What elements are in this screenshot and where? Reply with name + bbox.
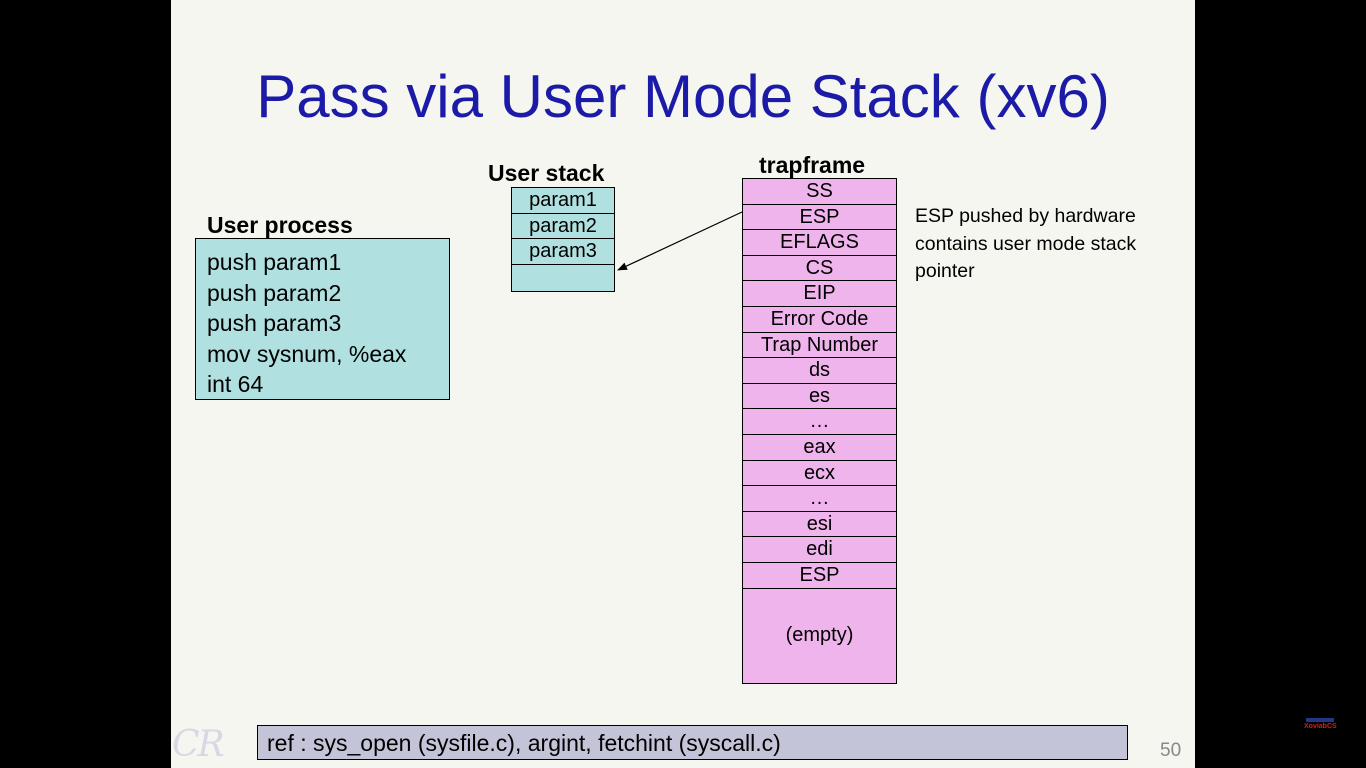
trapframe-cell: SS bbox=[743, 179, 896, 205]
user-stack-cell: param3 bbox=[512, 239, 614, 266]
user-stack-cell: param1 bbox=[512, 188, 614, 214]
annotation-line: contains user mode stack bbox=[915, 232, 1137, 255]
channel-logo: XoviabCS bbox=[1304, 718, 1344, 732]
code-line: int 64 bbox=[207, 371, 264, 397]
code-line: push param2 bbox=[207, 279, 342, 306]
slide: Pass via User Mode Stack (xv6) User proc… bbox=[171, 0, 1195, 768]
trapframe-cell: … bbox=[743, 486, 896, 512]
page-number: 50 bbox=[1160, 740, 1182, 761]
slide-title: Pass via User Mode Stack (xv6) bbox=[256, 63, 1110, 130]
trapframe-cell: esi bbox=[743, 512, 896, 538]
trapframe-cell: ds bbox=[743, 358, 896, 384]
trapframe-cell: ESP bbox=[743, 563, 896, 589]
user-stack-heading: User stack bbox=[488, 160, 605, 186]
trapframe-empty-cell: (empty) bbox=[743, 589, 896, 684]
reference-box: ref : sys_open (sysfile.c), argint, fetc… bbox=[257, 725, 1128, 760]
logo-bar bbox=[1306, 718, 1334, 722]
user-stack-cell-top bbox=[512, 265, 614, 293]
annotation-line: ESP pushed by hardware bbox=[915, 205, 1136, 227]
trapframe-cell-esp: ESP bbox=[743, 205, 896, 231]
trapframe-cell: … bbox=[743, 409, 896, 435]
trapframe-cell: edi bbox=[743, 537, 896, 563]
user-process-box: push param1 push param2 push param3 mov … bbox=[195, 238, 450, 400]
logo-text: XoviabCS bbox=[1304, 723, 1337, 730]
code-line: push param1 bbox=[207, 249, 342, 275]
esp-annotation: ESP pushed by hardware contains user mod… bbox=[915, 203, 1136, 286]
trapframe-box: SS ESP EFLAGS CS EIP Error Code Trap Num… bbox=[742, 178, 897, 684]
user-process-heading: User process bbox=[207, 212, 353, 238]
trapframe-cell: Trap Number bbox=[743, 333, 896, 359]
user-stack-cell: param2 bbox=[512, 214, 614, 240]
watermark-logo: CR bbox=[172, 724, 225, 765]
trapframe-cell: CS bbox=[743, 256, 896, 282]
arrow-line bbox=[617, 211, 743, 271]
trapframe-cell: Error Code bbox=[743, 307, 896, 333]
trapframe-cell: EIP bbox=[743, 281, 896, 307]
code-line: push param3 bbox=[207, 310, 342, 336]
user-stack-box: param1 param2 param3 bbox=[511, 187, 615, 293]
trapframe-cell: EFLAGS bbox=[743, 230, 896, 256]
trapframe-cell: ecx bbox=[743, 461, 896, 487]
trapframe-cell: es bbox=[743, 384, 896, 410]
trapframe-heading: trapframe bbox=[759, 152, 866, 178]
trapframe-cell: eax bbox=[743, 435, 896, 461]
code-line: mov sysnum, %eax bbox=[207, 340, 407, 367]
annotation-line: pointer bbox=[915, 260, 975, 282]
